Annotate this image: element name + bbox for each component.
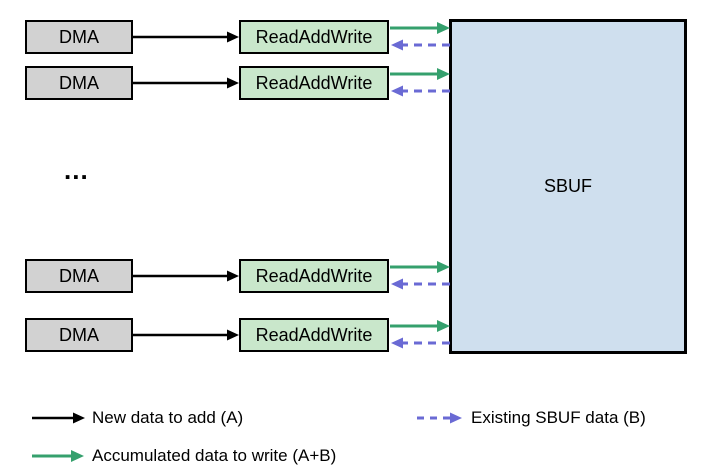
- dma-box-2: DMA: [25, 66, 133, 100]
- readaddwrite-box-1: ReadAddWrite: [239, 20, 389, 54]
- readaddwrite-box-4: ReadAddWrite: [239, 318, 389, 352]
- legend-existing-label: Existing SBUF data (B): [471, 408, 646, 427]
- dma-box-1: DMA: [25, 20, 133, 54]
- legend-accumulated-label: Accumulated data to write (A+B): [92, 446, 337, 465]
- dma-box-3: DMA: [25, 259, 133, 293]
- sbuf-label: SBUF: [543, 176, 592, 196]
- legend-new-data-label: New data to add (A): [92, 408, 244, 427]
- dma-box-4: DMA: [25, 318, 133, 352]
- readaddwrite-box-3: ReadAddWrite: [239, 259, 389, 293]
- sbuf-box: SBUF: [449, 19, 687, 354]
- readaddwrite-box-2: ReadAddWrite: [239, 66, 389, 100]
- rows-ellipsis: ...: [64, 155, 89, 185]
